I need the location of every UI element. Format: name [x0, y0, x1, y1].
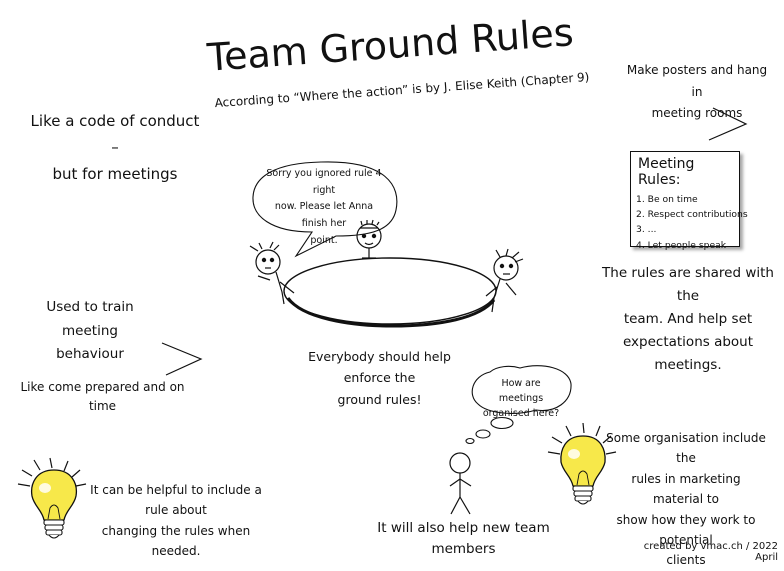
page-title: Team Ground Rules — [205, 10, 575, 80]
thought-bubble-text: How are meetings organised here? — [478, 376, 564, 422]
meeting-rules-list: 1. Be on time 2. Respect contributions 3… — [636, 192, 748, 253]
note-line: The rules are shared with the — [602, 265, 774, 304]
credit-line: created by vmac.ch / 2022 April — [643, 541, 778, 563]
note-line: ground rules! — [337, 391, 422, 407]
note-line: Some organisation include the — [606, 431, 766, 466]
note-new-members: It will also help new team members — [377, 520, 550, 557]
note-helpful-rule: It can be helpful to include a rule abou… — [86, 480, 266, 562]
note-prepared: Like come prepared and on time — [20, 380, 185, 413]
meeting-rule-item: 2. Respect contributions — [636, 209, 748, 221]
note-line: rules in marketing material to — [631, 471, 741, 507]
note-train-behaviour: Used to train meeting behaviour — [30, 296, 150, 367]
arrow-icon-train — [161, 342, 203, 376]
bubble-line: point. — [310, 234, 338, 246]
bubble-line: now. Please let Anna finish her — [274, 201, 374, 229]
light-bulb-icon-left — [17, 457, 87, 539]
stick-figure-icon-right — [485, 248, 524, 313]
note-line: Make posters and hang in — [626, 63, 768, 99]
speech-bubble — [252, 161, 398, 258]
note-line: show how they work to potential — [616, 512, 756, 547]
meeting-rule-item: 4. Let people speak — [636, 239, 727, 251]
light-bulb-icon-right — [547, 422, 617, 505]
note-line: expectations about meetings. — [622, 333, 754, 373]
speech-bubble-text: Sorry you ignored rule 4 right now. Plea… — [262, 166, 386, 249]
bubble-line: Sorry you ignored rule 4 right — [266, 168, 382, 196]
meeting-rules-heading: Meeting Rules: — [638, 156, 695, 188]
meeting-rule-item: 3. ... — [636, 224, 657, 236]
note-marketing: Some organisation include the rules in m… — [606, 428, 766, 571]
note-line: Everybody should help enforce the — [308, 349, 451, 386]
meeting-rule-item: 1. Be on time — [636, 194, 698, 205]
note-line: Used to train meeting — [46, 299, 134, 339]
bubble-line: organised here? — [482, 408, 560, 420]
note-line: Like a code of conduct – — [30, 112, 200, 157]
note-line: behaviour — [56, 346, 124, 363]
note-code-of-conduct: Like a code of conduct – but for meeting… — [30, 108, 200, 187]
meeting-rules-poster: Meeting Rules: 1. Be on time 2. Respect … — [630, 151, 748, 251]
note-line: changing the rules when needed. — [101, 523, 251, 559]
note-line: meeting rooms — [651, 106, 743, 121]
stick-figure-icon-center — [356, 219, 382, 259]
arrow-icon-posters — [708, 107, 748, 141]
note-line: but for meetings — [52, 164, 178, 183]
thought-bubble — [465, 365, 572, 445]
note-line: team. And help set — [623, 310, 753, 327]
note-enforce: Everybody should help enforce the ground… — [292, 346, 467, 410]
meeting-table — [283, 257, 497, 328]
bubble-line: How are meetings — [498, 378, 544, 405]
page-subtitle: According to “Where the action” is by J.… — [214, 70, 590, 110]
stick-figure-icon-left — [249, 241, 295, 305]
note-rules-shared: The rules are shared with the team. And … — [598, 262, 778, 377]
stick-figure-icon-bottom — [449, 452, 472, 515]
note-line: It can be helpful to include a rule abou… — [90, 483, 262, 518]
note-posters: Make posters and hang in meeting rooms — [622, 60, 772, 125]
